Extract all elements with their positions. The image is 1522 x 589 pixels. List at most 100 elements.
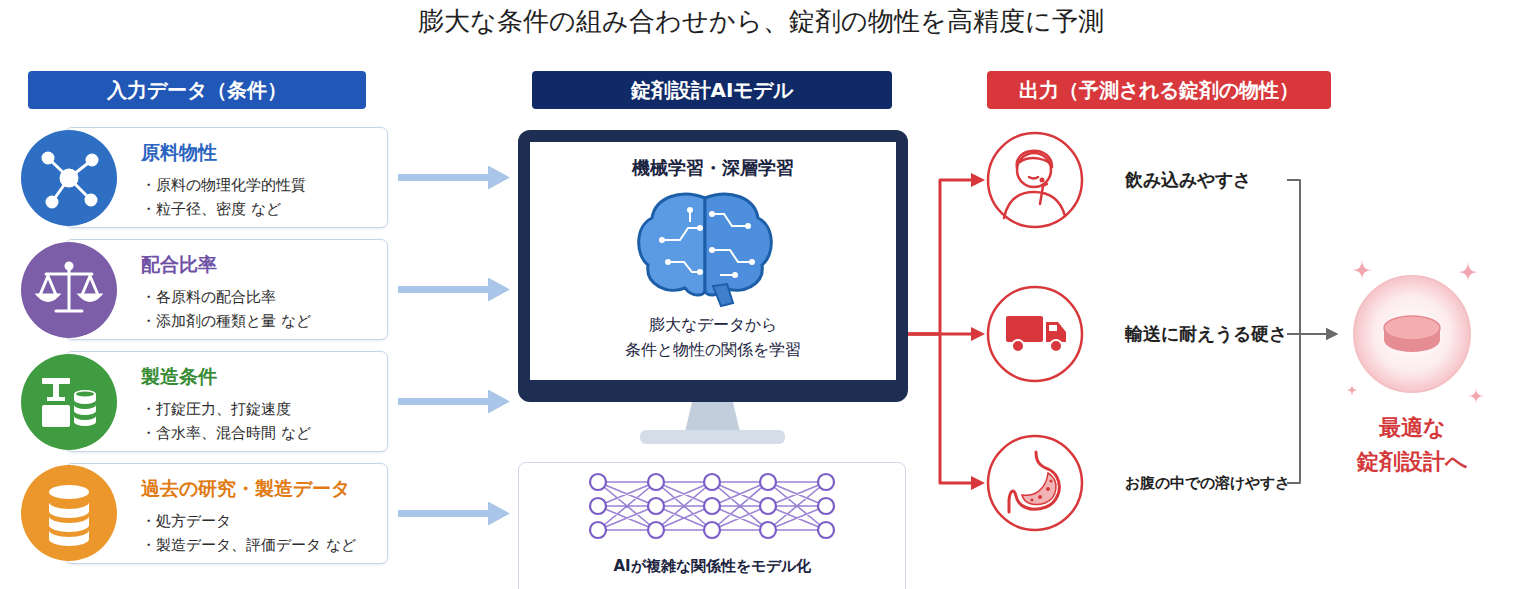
monitor-stand (640, 398, 785, 444)
molecule-icon (47, 197, 57, 207)
swallowing-person-icon (1040, 178, 1045, 183)
flow-arrow (398, 174, 490, 181)
output-item: 飲み込みやすさ (987, 132, 1287, 228)
tablet-glow-illustration (1458, 262, 1478, 282)
tablet-glow-illustration (1468, 388, 1484, 404)
neural-network-illustration (704, 498, 720, 514)
press-machine-icon (42, 378, 96, 427)
delivery-truck-icon (1049, 325, 1057, 331)
flow-arrow (398, 286, 490, 293)
brain-illustration (639, 194, 705, 295)
tablet-glow-illustration (1346, 260, 1484, 404)
bullet-text: ・添加剤の種類と量 など (141, 312, 311, 330)
molecule-icon (43, 153, 53, 163)
swallowing-person-icon (1040, 184, 1047, 204)
swallowing-person-icon (1004, 151, 1065, 218)
model-caption: AIが複雑な関係性をモデル化 (519, 557, 905, 576)
balance-icon (21, 242, 117, 338)
model-panel: AIが複雑な関係性をモデル化 (518, 462, 906, 589)
molecule-icon (52, 178, 69, 202)
balance-icon (66, 263, 72, 269)
monitor-stand (685, 398, 740, 432)
tablet-glow-illustration (1384, 328, 1440, 352)
delivery-truck-icon (988, 287, 1082, 381)
input-heading: 原料物性 (141, 140, 217, 166)
delivery-truck-icon (1006, 316, 1043, 342)
delivery-truck-icon (1050, 340, 1062, 352)
bullet-text: ・製造データ、評価データ など (141, 536, 356, 554)
input-heading: 製造条件 (141, 364, 217, 390)
flow-arrow (1287, 334, 1328, 483)
output-label: お腹の中での溶けやすさ (1125, 474, 1290, 493)
bullet-text: ・原料の物理化学的性質 (141, 176, 306, 194)
screen-heading: 機械学習・深層学習 (530, 156, 896, 180)
neural-network-illustration (648, 498, 664, 514)
stomach-icon (988, 436, 1082, 530)
brain-illustration (732, 272, 738, 278)
brain-illustration (745, 223, 751, 229)
stomach-icon (1009, 452, 1059, 512)
tablet-glow-illustration (1384, 316, 1440, 340)
brain-illustration (687, 207, 693, 213)
neural-network-illustration (590, 474, 606, 490)
swallowing-person-icon (988, 133, 1082, 227)
bullet-text: ・粒子径、密度 など (141, 200, 281, 218)
brain-illustration (713, 284, 733, 306)
neural-network-illustration (590, 522, 606, 538)
neural-network-illustration (818, 522, 834, 538)
swallowing-person-icon (1004, 192, 1065, 218)
press-machine-icon (76, 392, 94, 397)
column-header-band: 出力（予測される錠剤の物性） (987, 71, 1331, 109)
brain-illustration (662, 210, 752, 275)
stomach-icon (1038, 495, 1042, 499)
screen-caption: 膨大なデータから 条件と物性の関係を学習 (583, 312, 843, 362)
balance-icon (40, 276, 98, 295)
brain-illustration (712, 214, 748, 226)
balance-icon (56, 310, 82, 313)
stomach-icon (988, 436, 1082, 530)
delivery-truck-icon (1012, 340, 1024, 352)
result-badge: 最適な 錠剤設計へ (1340, 277, 1485, 477)
brain-illustration (697, 269, 703, 275)
press-machine-icon (74, 416, 96, 426)
input-card: 原料物性・原料の物理化学的性質・粒子径、密度 など (65, 127, 388, 228)
flow-arrow (908, 333, 973, 336)
database-icon (49, 502, 89, 518)
brain-illustration (709, 247, 715, 253)
tablet-glow-illustration (1352, 260, 1372, 280)
stomach-icon (1022, 473, 1056, 505)
brain-illustration (662, 228, 700, 240)
bullet-text: ・処方データ (141, 512, 231, 530)
result-label: 最適な 錠剤設計へ (1340, 411, 1485, 479)
output-label: 飲み込みやすさ (1125, 168, 1251, 192)
molecule-icon (69, 178, 91, 200)
database-icon (49, 530, 89, 546)
column-header: 入力データ（条件） (107, 77, 287, 104)
molecule-icon (87, 155, 97, 165)
molecule-icon (61, 170, 77, 186)
monitor-stand (640, 430, 785, 444)
neural-network-illustration (760, 498, 776, 514)
brain-illustration (720, 274, 735, 276)
balance-icon (46, 273, 92, 276)
neural-network-illustration (648, 522, 664, 538)
stomach-icon (1046, 487, 1050, 491)
tablet-glow-illustration (1346, 384, 1358, 396)
delivery-truck-icon (1046, 322, 1066, 342)
tablet-glow-illustration (1354, 276, 1470, 392)
neural-network-illustration (704, 522, 720, 538)
delivery-truck-icon (988, 287, 1082, 381)
brain-illustration (709, 211, 715, 217)
neural-network-illustration (590, 498, 606, 514)
flow-arrow (908, 180, 973, 334)
brain-illustration (639, 194, 772, 306)
bullet-text: ・含水率、混合時間 など (141, 424, 311, 442)
molecule-icon (86, 195, 96, 205)
brain-illustration (659, 207, 755, 278)
neural-network-illustration (590, 474, 834, 538)
database-icon (49, 485, 89, 499)
brain-illustration (749, 259, 755, 265)
tablet-glow-illustration (1346, 260, 1484, 404)
press-machine-icon (21, 354, 117, 450)
neural-network-illustration (648, 474, 664, 490)
